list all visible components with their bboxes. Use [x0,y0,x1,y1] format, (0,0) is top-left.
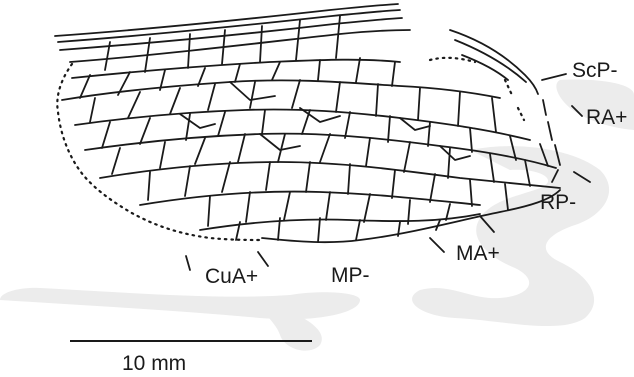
label-cua: CuA+ [205,266,258,287]
label-mp: MP- [331,265,370,286]
wing-outline-dotted [57,58,524,240]
label-rp: RP- [540,192,576,213]
label-ma: MA+ [456,243,500,264]
scale-bar-label: 10 mm [122,353,186,374]
label-ra: RA+ [586,107,627,128]
label-scp: ScP- [572,60,618,81]
